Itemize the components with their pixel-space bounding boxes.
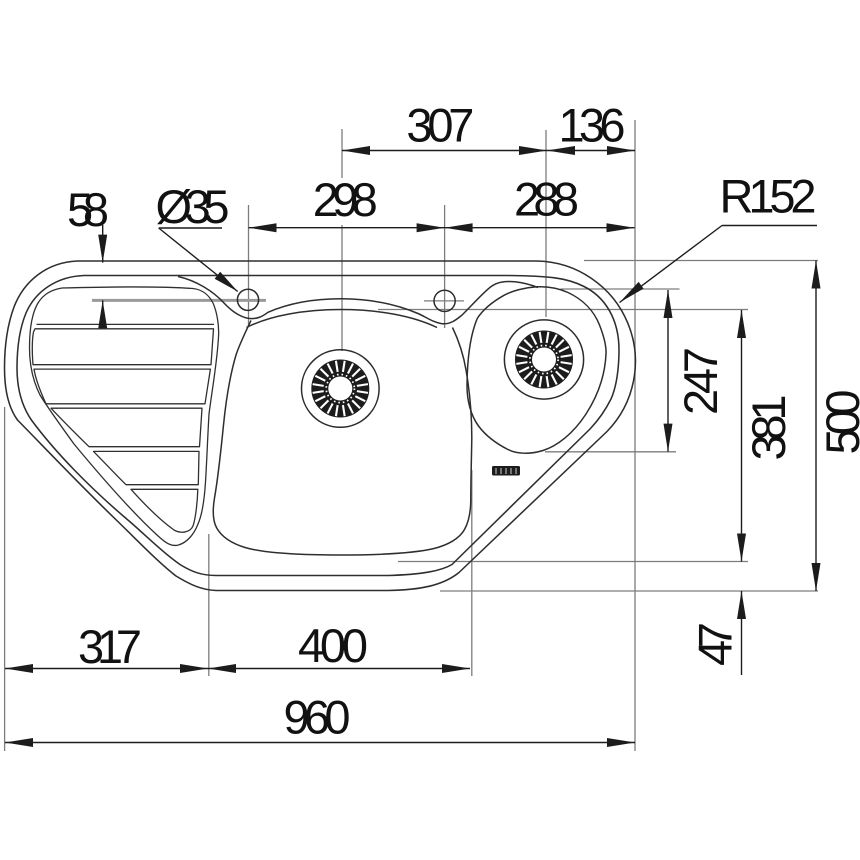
svg-text:960: 960 <box>284 691 351 744</box>
svg-text:136: 136 <box>559 99 626 152</box>
svg-text:47: 47 <box>688 622 741 666</box>
svg-text:381: 381 <box>742 395 795 461</box>
svg-text:Ø35: Ø35 <box>156 180 230 233</box>
svg-text:307: 307 <box>406 99 474 152</box>
svg-text:R152: R152 <box>720 170 817 223</box>
svg-text:247: 247 <box>674 347 727 415</box>
svg-text:500: 500 <box>816 390 860 455</box>
svg-text:400: 400 <box>298 619 368 672</box>
svg-text:317: 317 <box>78 620 142 673</box>
svg-text:298: 298 <box>313 173 378 226</box>
svg-text:288: 288 <box>514 173 579 226</box>
svg-text:58: 58 <box>67 183 109 236</box>
